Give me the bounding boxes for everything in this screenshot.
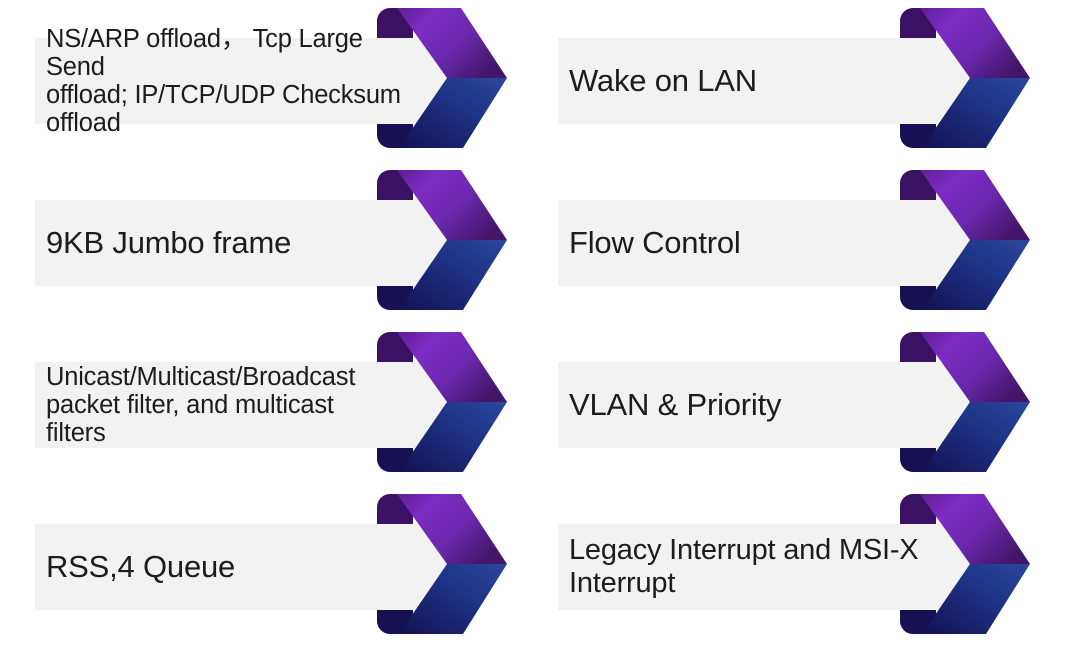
- feature-label: NS/ARP offload， Tcp Large Send offload; …: [46, 25, 401, 137]
- feature-item-interrupt: Legacy Interrupt and MSI-X Interrupt: [540, 486, 1080, 648]
- feature-label: RSS,4 Queue: [46, 548, 236, 584]
- feature-bar: Wake on LAN: [558, 38, 970, 124]
- feature-item-flow-control: Flow Control: [540, 162, 1080, 324]
- feature-item-rss-queue: RSS,4 Queue: [0, 486, 540, 648]
- feature-label: 9KB Jumbo frame: [46, 224, 292, 260]
- feature-item-offload: NS/ARP offload， Tcp Large Send offload; …: [0, 0, 540, 162]
- feature-bar: 9KB Jumbo frame: [35, 200, 447, 286]
- feature-bar: NS/ARP offload， Tcp Large Send offload; …: [35, 25, 447, 137]
- feature-label: VLAN & Priority: [569, 386, 782, 422]
- feature-label: Legacy Interrupt and MSI-X Interrupt: [569, 534, 919, 599]
- feature-item-wake-on-lan: Wake on LAN: [540, 0, 1080, 162]
- feature-bar: VLAN & Priority: [558, 362, 970, 448]
- feature-label: Unicast/Multicast/Broadcast packet filte…: [46, 363, 356, 447]
- feature-bar: Unicast/Multicast/Broadcast packet filte…: [35, 362, 447, 448]
- feature-item-vlan-priority: VLAN & Priority: [540, 324, 1080, 486]
- feature-bar: Flow Control: [558, 200, 970, 286]
- feature-bar: Legacy Interrupt and MSI-X Interrupt: [558, 524, 970, 610]
- feature-label: Wake on LAN: [569, 62, 757, 98]
- feature-item-jumbo-frame: 9KB Jumbo frame: [0, 162, 540, 324]
- feature-bar: RSS,4 Queue: [35, 524, 447, 610]
- feature-label: Flow Control: [569, 224, 741, 260]
- feature-item-packet-filter: Unicast/Multicast/Broadcast packet filte…: [0, 324, 540, 486]
